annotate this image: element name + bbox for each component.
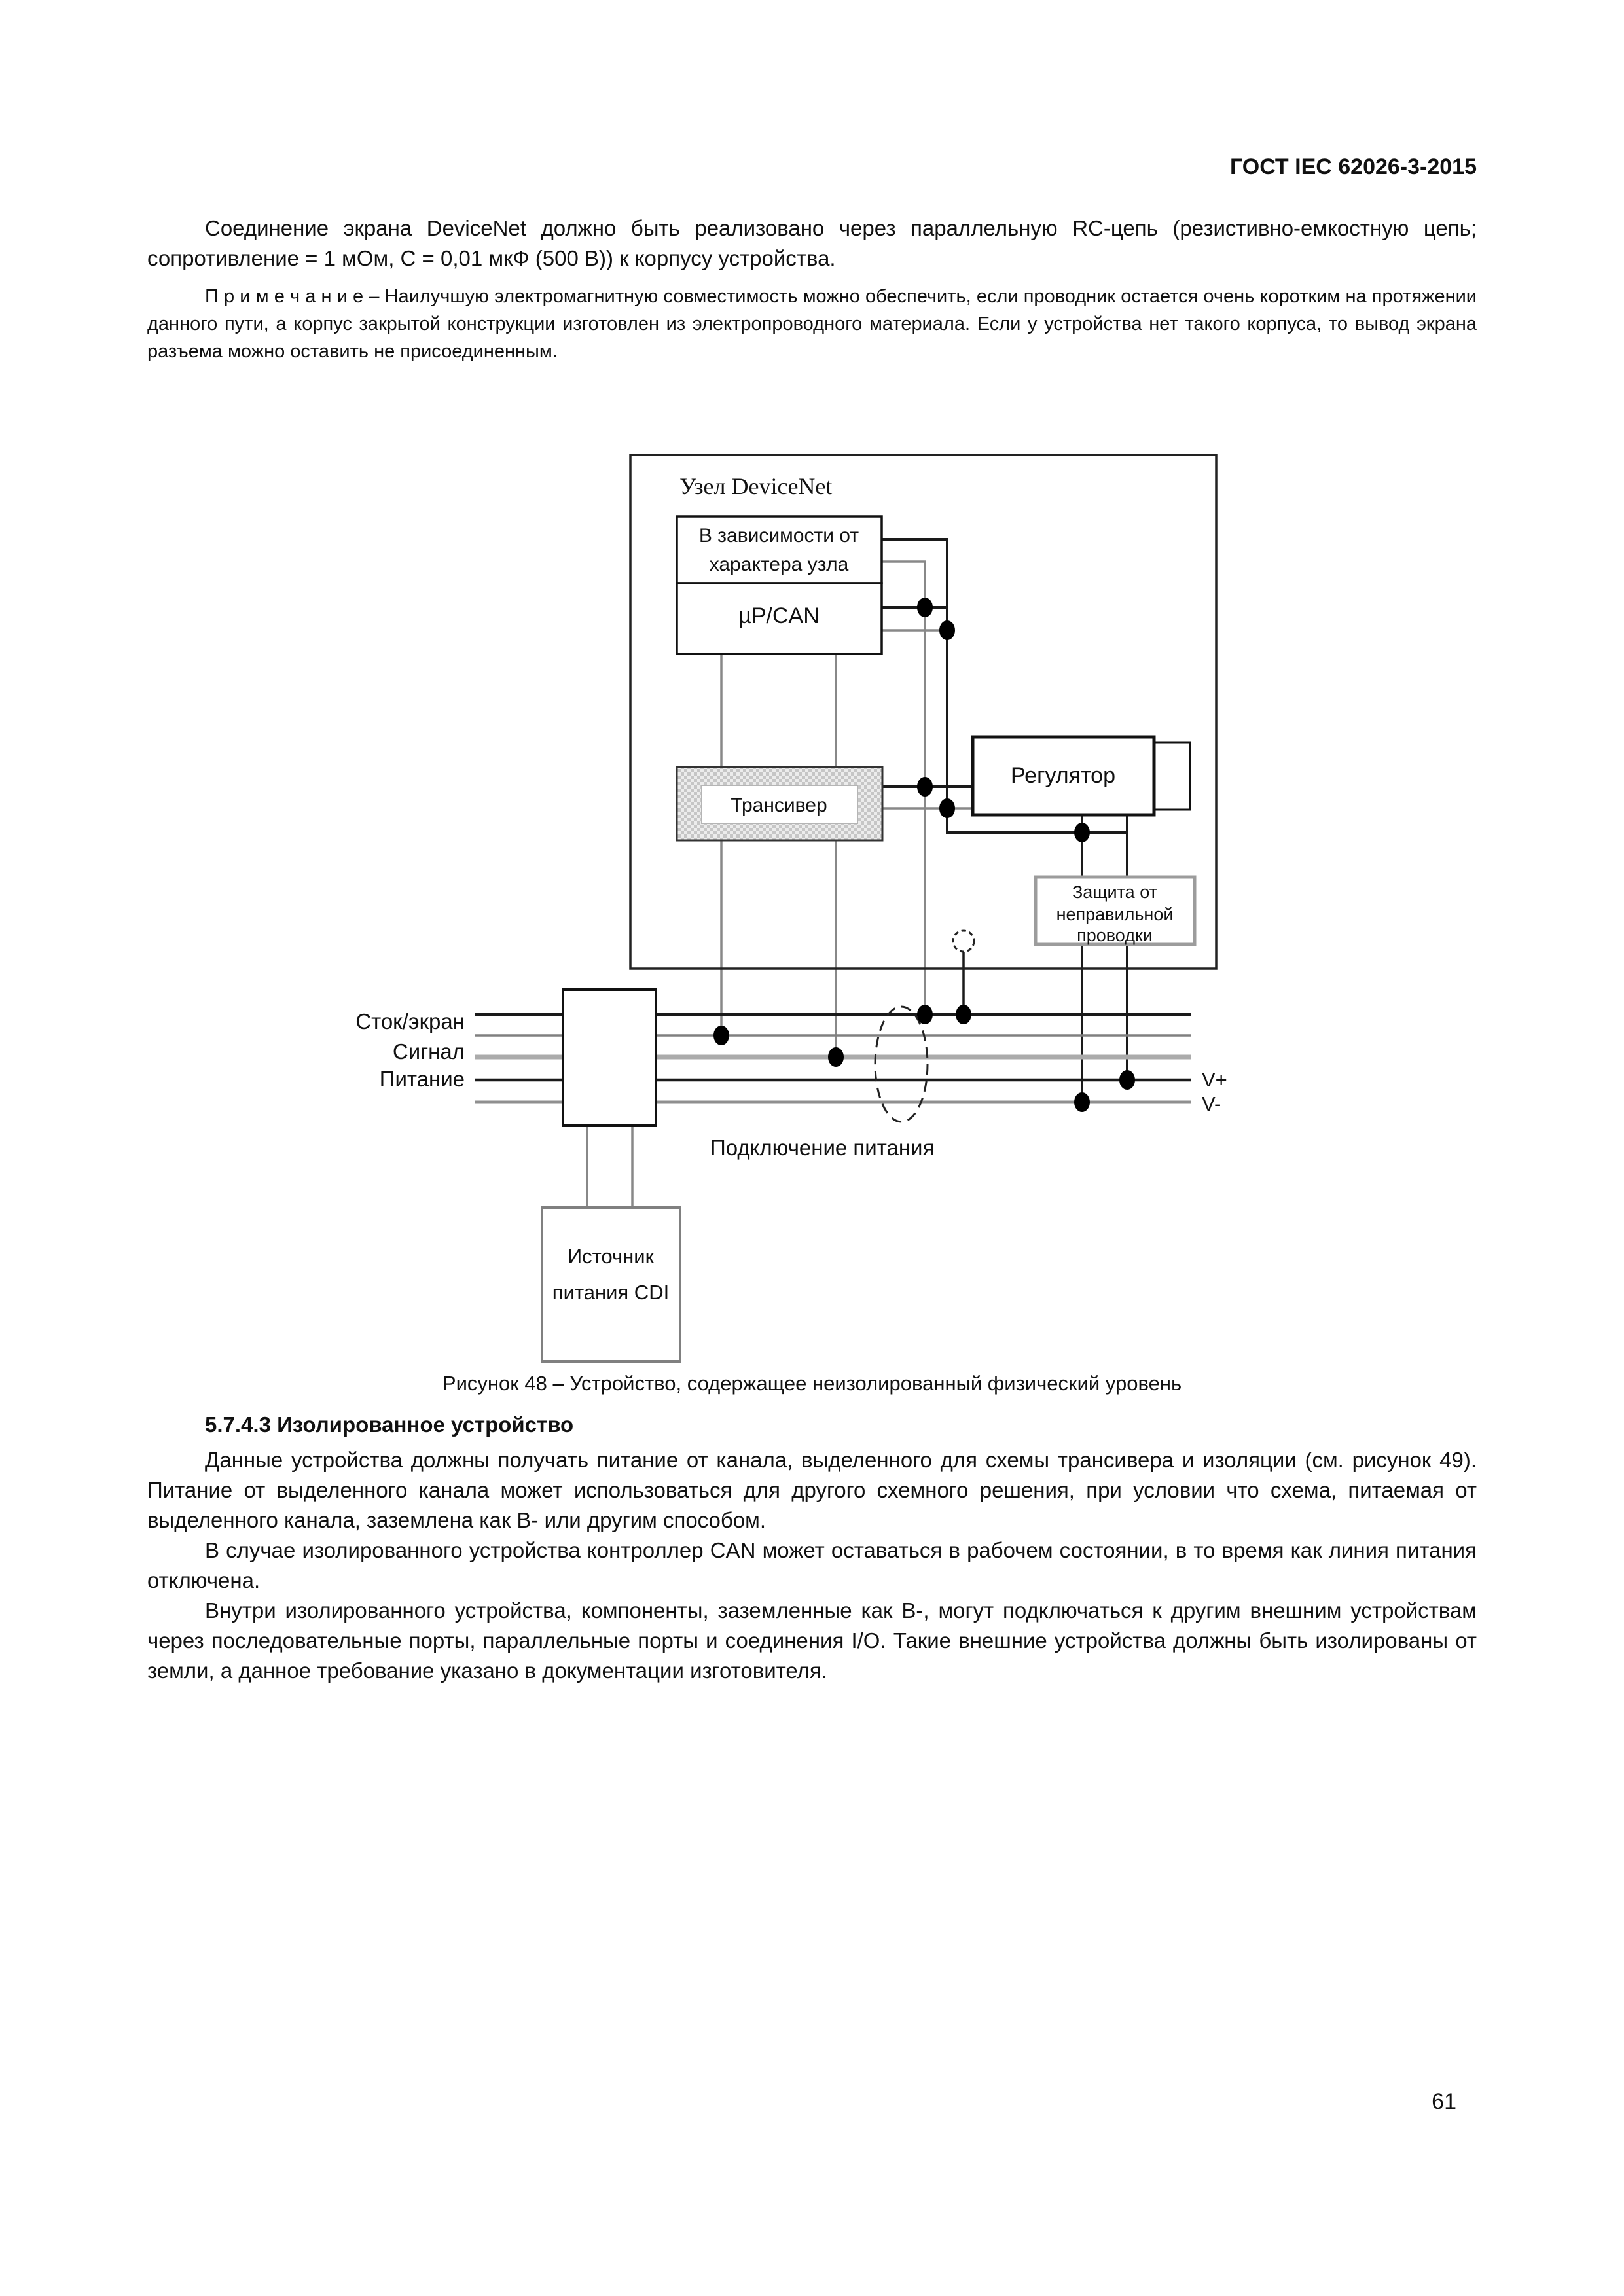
protection-label-line2: неправильной	[1056, 905, 1174, 924]
v-plus-label: V+	[1202, 1068, 1227, 1091]
section-heading: 5.7.4.3 Изолированное устройство	[205, 1412, 574, 1437]
bus-label-power: Питание	[380, 1067, 465, 1091]
section-paragraph: В случае изолированного устройства контр…	[147, 1538, 1477, 1592]
note-paragraph: П р и м е ч а н и е – Наилучшую электром…	[147, 286, 1477, 362]
transceiver-box	[676, 766, 884, 842]
protection-box	[1034, 875, 1197, 946]
depends-box	[676, 515, 883, 584]
v-minus-label: V-	[1202, 1092, 1221, 1115]
bus-label-signal: Сигнал	[393, 1039, 465, 1064]
intro-paragraph: Соединение экрана DeviceNet должно быть …	[147, 216, 1477, 270]
section-paragraph: Данные устройства должны получать питани…	[147, 1448, 1477, 1532]
wiring	[586, 538, 1128, 1208]
cdi-supply-box	[541, 1206, 681, 1363]
bus-label-drain: Сток/экран	[355, 1009, 465, 1033]
page-header: ГОСТ IEC 62026-3-2015	[1229, 154, 1477, 179]
regulator-tab-box	[1153, 741, 1191, 811]
section-body: Данные устройства должны получать питани…	[147, 1445, 1477, 1686]
cdi-label-line1: Источник	[568, 1245, 655, 1268]
power-connection-label: Подключение питания	[710, 1136, 934, 1160]
transceiver-label: Трансивер	[731, 795, 827, 816]
page-number: 61	[1432, 2089, 1456, 2114]
depends-label-line1: В зависимости от	[699, 525, 859, 547]
regulator-box	[971, 735, 1156, 817]
mpcan-label: µP/CAN	[738, 603, 820, 628]
junction-dots	[713, 598, 1135, 1112]
tap-circle	[952, 929, 975, 953]
cdi-label-line2: питания CDI	[552, 1281, 669, 1304]
protection-label-line3: проводки	[1077, 925, 1153, 945]
figure-caption: Рисунок 48 – Устройство, содержащее неиз…	[442, 1372, 1182, 1395]
mpcan-box	[676, 582, 883, 655]
protection-label-line1: Защита от	[1072, 882, 1157, 902]
devicenet-node-label: Узел DeviceNet	[679, 473, 832, 499]
depends-label-line2: характера узла	[710, 554, 849, 575]
regulator-label: Регулятор	[1011, 763, 1115, 788]
section-paragraph: Внутри изолированного устройства, компон…	[147, 1598, 1477, 1683]
figure-48-diagram: Узел DeviceNet В зависимости от характер…	[355, 454, 1227, 1363]
devicenet-node-box	[629, 454, 1218, 970]
bus-connector-box	[562, 988, 657, 1127]
power-connection-ellipse	[874, 1005, 929, 1123]
